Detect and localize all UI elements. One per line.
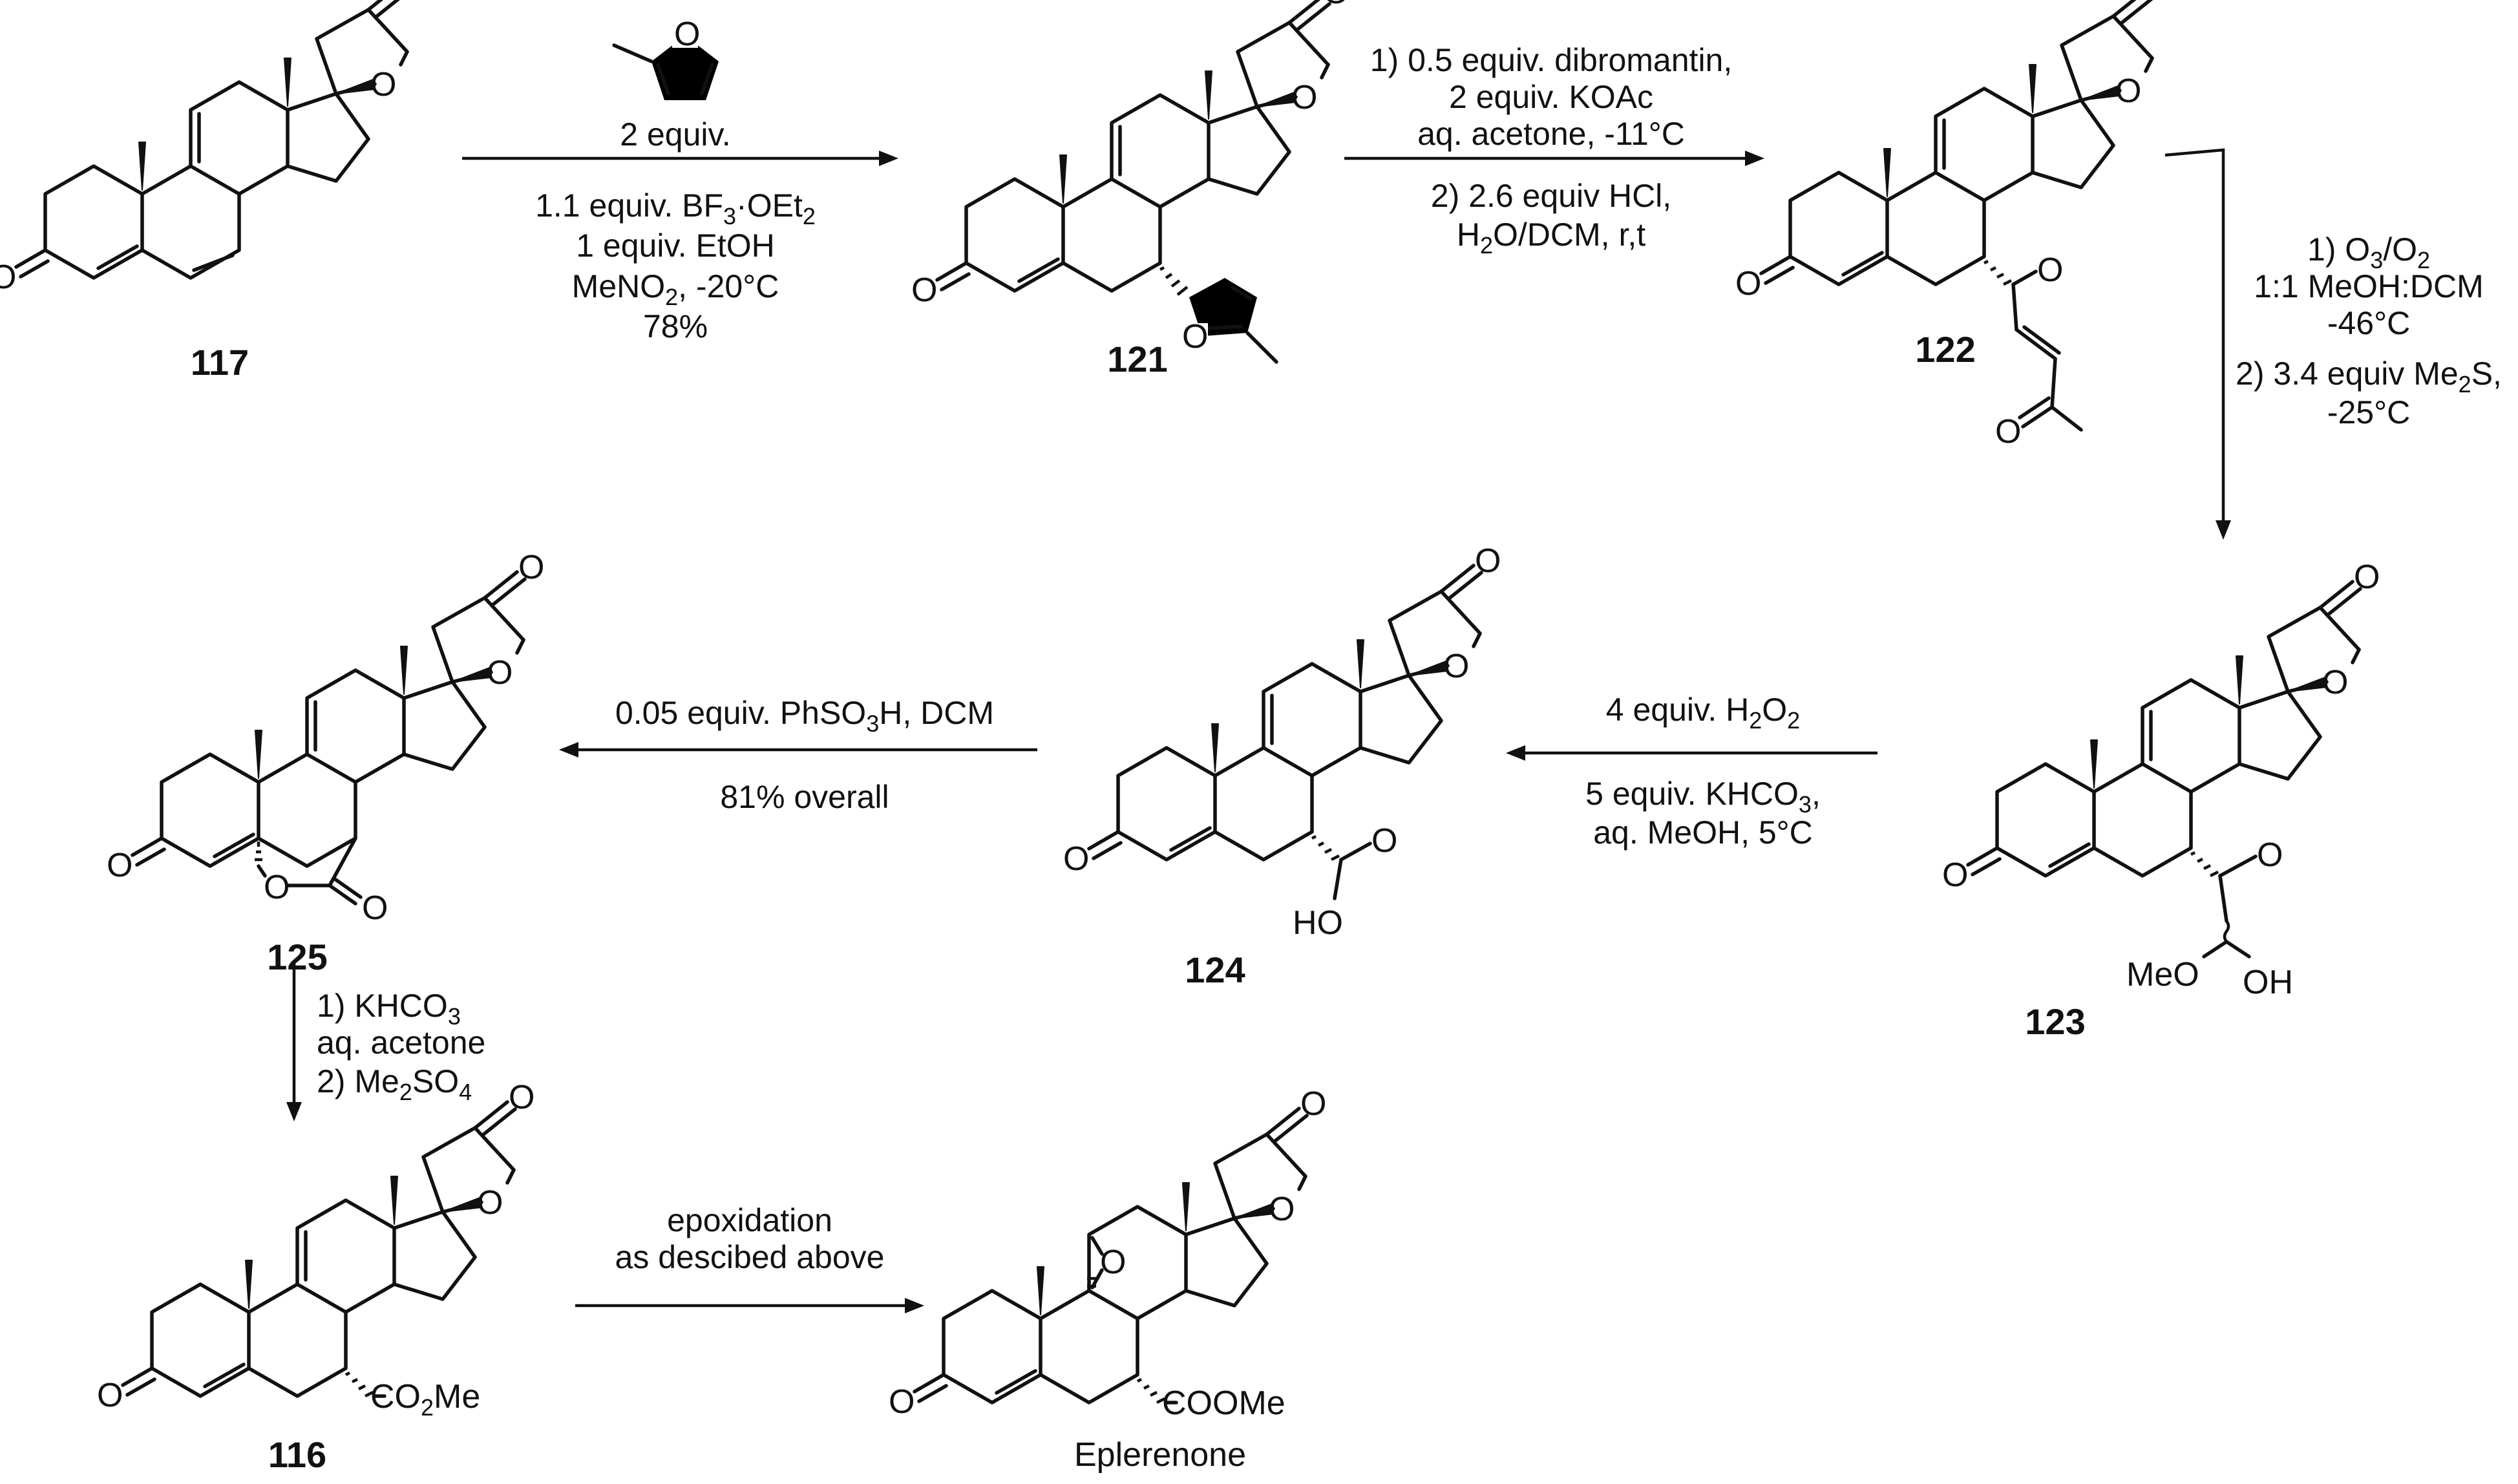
step1-reagent-amount: 2 equiv.: [620, 116, 730, 153]
arrow-head: [286, 1102, 302, 1121]
step4-line2: 5 equiv. KHCO3,: [1585, 776, 1821, 818]
compound-label-eplerenone: Eplerenone: [1074, 1436, 1246, 1474]
compound-123: O MeO OH O O O: [1942, 558, 2380, 1001]
step3-line2: 1:1 MeOH:DCM: [2254, 268, 2484, 304]
step3-line5: -25°C: [2327, 394, 2410, 430]
arrow-head: [2216, 520, 2231, 540]
step1-line2: 1 equiv. EtOH: [576, 228, 775, 264]
atom-O: O: [911, 271, 937, 309]
atom-O: O: [0, 259, 16, 296]
atom-O: O: [674, 16, 700, 53]
compound-label-117: 117: [191, 342, 249, 383]
step1-line1: 1.1 equiv. BF3·OEt2: [535, 187, 816, 229]
arrow-head: [879, 151, 898, 166]
atom-O: O: [487, 654, 513, 692]
atom-O: O: [1269, 1191, 1295, 1228]
step4-line3: aq. MeOH, 5°C: [1593, 814, 1813, 851]
atom-O: O: [2115, 72, 2141, 110]
atom-O: O: [2257, 836, 2283, 874]
atom-O: O: [2037, 251, 2063, 289]
step2-line4: 2) 2.6 equiv HCl,: [1431, 178, 1671, 214]
compound-122: O O O O O: [1735, 0, 2173, 450]
step2-line2: 2 equiv. KOAc: [1449, 79, 1653, 115]
atom-HO: HO: [1293, 904, 1343, 942]
compound-label-121: 121: [1107, 339, 1167, 379]
atom-O: O: [2354, 558, 2380, 596]
compound-117: O O O: [0, 0, 428, 296]
compound-label-124: 124: [1185, 949, 1245, 990]
atom-O: O: [2147, 0, 2173, 5]
step6-line1: 1) KHCO3: [317, 988, 461, 1030]
arrow-head: [559, 742, 578, 758]
compound-label-116: 116: [268, 1434, 326, 1475]
atom-O: O: [362, 889, 388, 927]
atom-COOMe: COOMe: [1162, 1384, 1285, 1422]
arrow-head: [905, 1298, 924, 1313]
atom-O: O: [477, 1184, 503, 1222]
step3-line1: 1) O3/O2: [2307, 231, 2430, 273]
atom-O: O: [518, 549, 544, 586]
atom-O: O: [1100, 1244, 1126, 1281]
atom-O: O: [107, 847, 132, 884]
atom-O: O: [1323, 0, 1349, 11]
compound-label-125: 125: [267, 937, 327, 977]
atom-MeO: MeO: [2126, 956, 2199, 993]
step7-line2: as descibed above: [615, 1239, 885, 1275]
step2-line5: H2O/DCM, r,t: [1457, 217, 1645, 259]
step3-line3: -46°C: [2327, 305, 2410, 341]
compound-124: O HO O O O: [1063, 542, 1501, 942]
step6-line3: 2) Me2SO4: [317, 1063, 472, 1105]
atom-O: O: [264, 869, 290, 906]
arrow-head: [1506, 745, 1525, 761]
compound-eplerenone: O COOMe O O O: [889, 1085, 1326, 1422]
atom-O: O: [370, 66, 396, 103]
compound-125: O O O O O: [107, 549, 544, 927]
atom-O: O: [1063, 840, 1089, 878]
atom-O: O: [2322, 664, 2348, 701]
step2-line3: aq. acetone, -11°C: [1417, 116, 1685, 152]
compound-116: CO2Me O O O: [97, 1079, 534, 1421]
step1-yield: 78%: [643, 308, 708, 344]
atom-O: O: [889, 1383, 915, 1421]
atom-OH: OH: [2243, 964, 2293, 1001]
atom-CO2Me: CO2Me: [370, 1378, 480, 1421]
step5-line2: 81% overall: [720, 779, 889, 815]
step2-line1: 1) 0.5 equiv. dibromantin,: [1370, 42, 1733, 78]
atom-O: O: [1995, 413, 2021, 450]
arrow-head: [1745, 151, 1764, 166]
atom-O: O: [1300, 1085, 1326, 1123]
atom-O: O: [1371, 822, 1397, 860]
atom-O: O: [509, 1079, 534, 1116]
atom-O: O: [1291, 79, 1317, 116]
compound-121: O O O O: [911, 0, 1349, 364]
step1-line3: MeNO2, -20°C: [572, 268, 779, 310]
atom-O: O: [1475, 542, 1501, 580]
compound-label-122: 122: [1915, 329, 1975, 370]
atom-O: O: [97, 1377, 123, 1414]
atom-O: O: [1942, 856, 1968, 894]
reaction-arrow: [2164, 148, 2225, 524]
atom-O: O: [1443, 648, 1469, 685]
atom-O: O: [1735, 265, 1761, 302]
methylfuran-reagent: O: [612, 16, 719, 100]
step7-line1: epoxidation: [667, 1202, 832, 1238]
step5-line1: 0.05 equiv. PhSO3H, DCM: [615, 695, 994, 737]
atom-O: O: [1182, 318, 1208, 355]
compound-label-123: 123: [2025, 1001, 2085, 1042]
step4-line1: 4 equiv. H2O2: [1606, 692, 1800, 734]
step3-line4: 2) 3.4 equiv Me2S,: [2236, 355, 2502, 398]
step6-line2: aq. acetone: [317, 1024, 485, 1061]
